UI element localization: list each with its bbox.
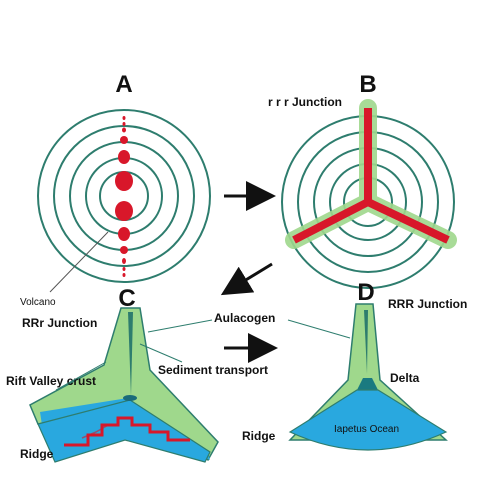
panel-c-title: RRr Junction bbox=[22, 316, 97, 330]
arrow-b-to-c bbox=[220, 262, 273, 296]
aulacogen-leader-d bbox=[287, 319, 351, 339]
ridge-c-label: Ridge bbox=[20, 447, 54, 461]
panel-a: A Volcano bbox=[20, 71, 211, 308]
panel-d-letter: D bbox=[357, 279, 374, 306]
panel-b-letter: B bbox=[359, 71, 376, 98]
panel-d: D RRR Junction Iapetus Ocean Delta Ridge bbox=[242, 279, 467, 451]
aulacogen-leader-c bbox=[147, 319, 213, 333]
ridge-transforms bbox=[81, 423, 111, 439]
volcano-chain bbox=[115, 116, 133, 277]
sediment-leader bbox=[139, 343, 183, 363]
ridge-d-label: Ridge bbox=[242, 429, 276, 443]
panel-d-title: RRR Junction bbox=[388, 297, 467, 311]
panel-b: B r r r Junction bbox=[268, 71, 457, 289]
ocean-label: Iapetus Ocean bbox=[334, 424, 399, 435]
panel-b-title: r r r Junction bbox=[268, 95, 342, 109]
volcano-label: Volcano bbox=[20, 297, 56, 308]
panel-c: C RRr Junction Rift Valley crust Ridge bbox=[6, 285, 219, 463]
iapetus-ocean bbox=[288, 389, 448, 451]
panel-a-letter: A bbox=[115, 71, 132, 98]
panel-d-crust bbox=[288, 303, 448, 441]
rift-axis bbox=[128, 312, 133, 396]
rift-valley-crust-label: Rift Valley crust bbox=[6, 374, 96, 388]
rift-node bbox=[123, 395, 137, 401]
aulacogen-label: Aulacogen bbox=[214, 311, 275, 325]
panel-d-rift-axis bbox=[364, 310, 368, 374]
triple-rift-arms bbox=[292, 108, 450, 244]
rift-valley-leader bbox=[55, 361, 107, 391]
volcano-leader-line bbox=[49, 231, 109, 293]
panel-a-rings bbox=[37, 109, 211, 283]
delta-label: Delta bbox=[390, 371, 420, 385]
panel-c-letter: C bbox=[118, 285, 135, 312]
sediment-transport-label: Sediment transport bbox=[158, 363, 268, 377]
delta-fan bbox=[357, 378, 378, 390]
